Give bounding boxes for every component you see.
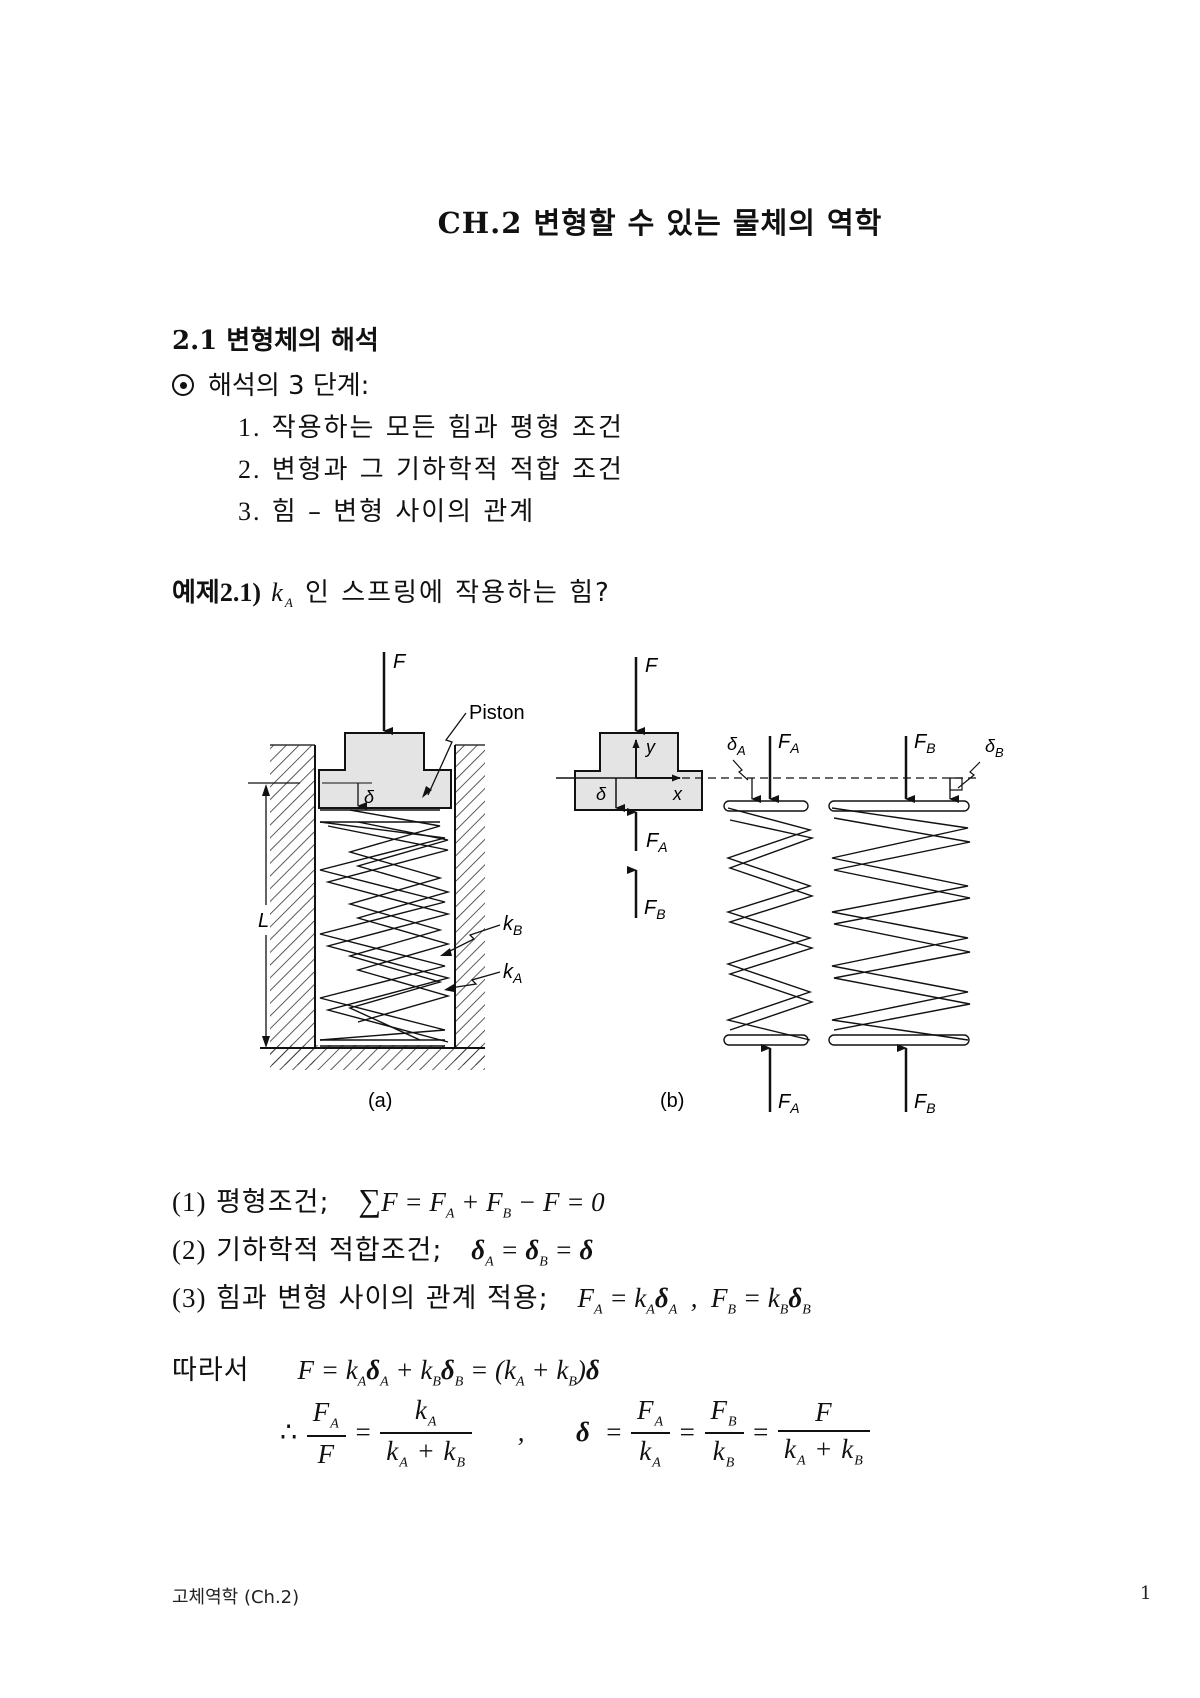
svg-text:FB: FB (914, 731, 936, 756)
svg-text:δA: δA (727, 734, 746, 758)
svg-text:F: F (645, 655, 659, 677)
svg-text:(a): (a) (368, 1090, 392, 1112)
example-label: 예제2.1) (172, 578, 261, 607)
page-title: CH.2 변형할 수 있는 물체의 역학 (437, 206, 883, 240)
svg-text:δ: δ (364, 787, 375, 807)
bullet-text: 해석의 3 단계: (208, 371, 370, 401)
equation-1-expr: ∑F = FA + FB − F = 0 (358, 1182, 605, 1222)
svg-text:FB: FB (644, 897, 666, 922)
svg-text:F: F (393, 651, 407, 673)
svg-text:FB: FB (914, 1091, 936, 1116)
example-symbol: kA (271, 578, 295, 611)
panel-b: F y x δ FA FB FA δA FA (556, 655, 1004, 1116)
example-heading: 예제2.1) kA 인 스프링에 작용하는 힘? (172, 572, 611, 611)
equation-2-expr: δA = δB = δ (471, 1235, 594, 1270)
example-question: 인 스프링에 작용하는 힘? (305, 578, 611, 608)
svg-text:(b): (b) (660, 1090, 684, 1112)
svg-text:x: x (672, 784, 683, 804)
circled-dot-icon (172, 374, 194, 396)
svg-text:Piston: Piston (469, 702, 525, 724)
svg-text:FA: FA (646, 830, 668, 855)
equation-3-expr: FA = kAδA , FB = kBδB (577, 1283, 811, 1318)
svg-text:δB: δB (985, 736, 1004, 760)
page-number: 1 (1140, 1583, 1152, 1604)
svg-text:kB: kB (503, 913, 522, 938)
equation-3: (3) 힘과 변형 사이의 관계 적용; FA = kAδA , FB = kB… (172, 1283, 811, 1318)
equation-1: (1) 평형조건; ∑F = FA + FB − F = 0 (172, 1182, 605, 1222)
svg-text:L: L (258, 910, 269, 932)
step-item: 1. 작용하는 모든 힘과 평형 조건 (238, 413, 624, 443)
bullet-line: 해석의 3 단계: (172, 365, 369, 402)
svg-text:kA: kA (503, 961, 522, 986)
svg-text:FA: FA (778, 1091, 800, 1116)
step-item: 2. 변형과 그 기하학적 적합 조건 (238, 455, 624, 485)
footer-title: 고체역학 (Ch.2) (172, 1587, 300, 1608)
equation-2: (2) 기하학적 적합조건; δA = δB = δ (172, 1235, 594, 1270)
section-heading: 2.1 변형체의 해석 (172, 326, 379, 356)
step-item: 3. 힘 – 변형 사이의 관계 (238, 497, 536, 527)
svg-text:FA: FA (778, 731, 800, 756)
svg-text:δ: δ (596, 784, 607, 804)
panel-a: F Piston δ L kB kA (a) (248, 651, 525, 1112)
svg-text:y: y (644, 737, 656, 757)
equation-4: 따라서 F = kAδA + kBδB = (kA + kB)δ (172, 1355, 600, 1390)
